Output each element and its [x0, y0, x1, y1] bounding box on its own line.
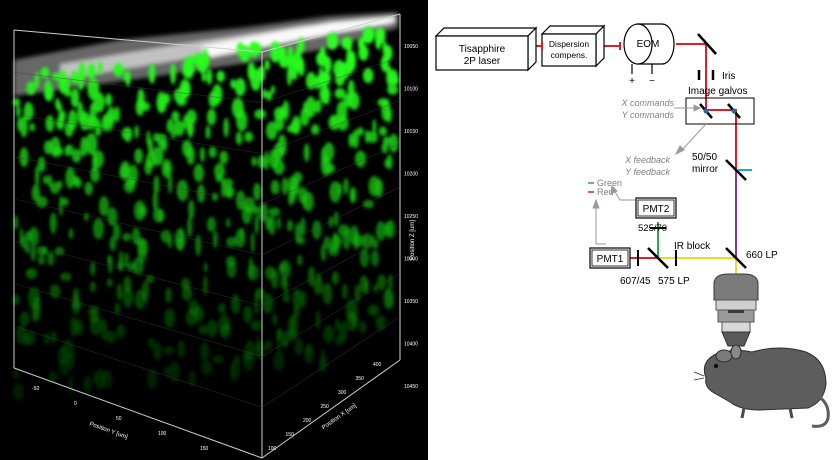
laser-label-line1: Tisapphire [459, 44, 506, 55]
y-tick-label: 100 [158, 431, 167, 437]
eom-minus: − [649, 76, 655, 87]
pmt1-box [589, 247, 631, 269]
lp660-label: 660 LP [746, 250, 778, 261]
eom-plus: + [629, 76, 635, 87]
y-commands-label: Y commands [622, 110, 675, 120]
iris-label: Iris [722, 71, 735, 82]
y-tick-label: 150 [200, 446, 209, 452]
legend-green-label: Green [597, 178, 622, 188]
z-tick-label: 10250 [404, 214, 418, 220]
dichroic-660-lp [725, 247, 747, 269]
excitation-beam [705, 44, 737, 170]
galvos-box [685, 97, 755, 125]
eom-cylinder [623, 23, 675, 74]
dichroic-575-lp [647, 247, 669, 269]
beam-connectors [541, 42, 621, 50]
z-tick-label: 10050 [404, 44, 418, 50]
x-tick-label: 100 [268, 446, 277, 452]
mirror-label-line1: 50/50 [692, 152, 717, 163]
y-feedback-label: Y feedback [625, 167, 670, 177]
laser-box [434, 26, 538, 72]
pmt1-label: PMT1 [597, 254, 624, 265]
objective-lens [713, 273, 759, 347]
x-tick-label: 200 [303, 418, 312, 424]
mirror-label-line2: mirror [692, 164, 719, 175]
mouse-illustration [693, 344, 830, 428]
y-tick-label: 0 [74, 401, 77, 407]
z-tick-label: 10200 [404, 172, 418, 178]
laser-label-line2: 2P laser [464, 56, 501, 67]
z-axis-ticks: 10050 10100 10150 10200 10250 10300 10350 10400… [404, 44, 418, 390]
channel-legend [588, 182, 594, 193]
z-tick-label: 10400 [404, 342, 418, 348]
y-tick-label: 50 [116, 416, 122, 422]
galvos-label: Image galvos [688, 86, 747, 97]
optical-setup-diagram: Tisapphire 2P laser Dispersion compens. … [428, 0, 839, 460]
pmt-output-arrows [592, 184, 638, 245]
lp575-label: 575 LP [658, 276, 690, 287]
filter-607-45-label: 607/45 [620, 276, 651, 287]
z-tick-label: 10350 [404, 299, 418, 305]
pmt2-label: PMT2 [643, 204, 670, 215]
x-tick-label: 300 [338, 390, 347, 396]
dispersion-box [540, 24, 606, 68]
beam-paths [528, 43, 752, 280]
y-tick-label: -50 [32, 386, 39, 392]
fold-mirror [697, 33, 717, 55]
galvo-mirrors [699, 103, 741, 119]
depth-fade [0, 0, 428, 460]
galvo-signal-arrows [674, 104, 707, 156]
dispersion-label-line1: Dispersion [549, 39, 589, 49]
y-axis-ticks: -50050100150200 [32, 386, 209, 452]
z-tick-label: 10100 [404, 87, 418, 93]
z-tick-label: 10450 [404, 384, 418, 390]
z-axis-title: Position Z [um] [410, 220, 416, 260]
volume-grid [13, 57, 401, 408]
legend-red-label: Red [597, 187, 614, 197]
ir-block-label: IR block [674, 241, 711, 252]
x-tick-label: 150 [286, 432, 295, 438]
z-tick-label: 10300 [404, 257, 418, 263]
z-tick-label: 10150 [404, 129, 418, 135]
x-tick-label: 350 [356, 376, 365, 382]
iris [697, 70, 715, 80]
pmt2-box [635, 197, 677, 219]
x-feedback-label: X feedback [624, 155, 671, 165]
x-axis-ticks: 100 150 200 250 300 350 400 [268, 362, 382, 452]
dichroic-50-50-mirror [725, 159, 747, 181]
volume-render-panel: Position Z [um] 100501010010150102001025… [0, 0, 428, 460]
eom-label: EOM [637, 39, 660, 50]
x-tick-label: 250 [321, 404, 330, 410]
x-commands-label: X commands [620, 98, 674, 108]
dispersion-label-line2: compens. [551, 50, 588, 60]
x-tick-label: 400 [373, 362, 382, 368]
